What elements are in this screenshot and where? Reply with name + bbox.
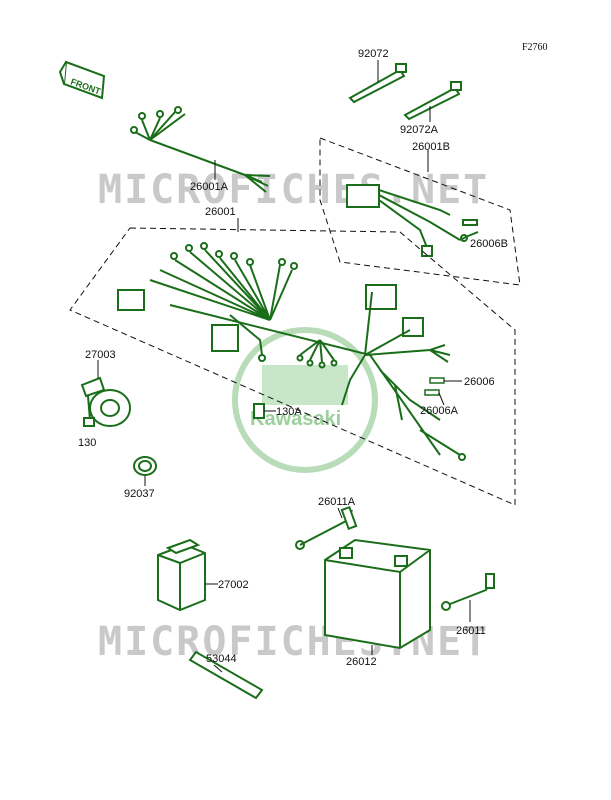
part-label-92072a: 92072A — [400, 124, 439, 136]
part-label-26006b: 26006B — [470, 238, 508, 250]
relay-27002-drawing — [157, 538, 206, 612]
part-label-27003: 27003 — [85, 349, 116, 361]
front-arrow-icon: FRONT — [58, 60, 106, 100]
part-label-130: 130 — [78, 437, 96, 449]
figure-code: F2760 — [522, 42, 548, 53]
kawasaki-logo-watermark: Kawasaki — [232, 327, 378, 473]
part-label-130a: 130A — [276, 406, 302, 418]
part-label-53044: 53044 — [206, 653, 237, 665]
group-box-26001b — [319, 137, 521, 286]
sub-harness-26001a-drawing — [130, 106, 271, 193]
part-label-26001b: 26001B — [412, 141, 450, 153]
part-label-27002: 27002 — [218, 579, 249, 591]
fuse-26006-drawing — [424, 377, 445, 396]
sub-harness-26001b-drawing — [346, 184, 479, 257]
part-label-26012: 26012 — [346, 656, 377, 668]
strap-92072-drawing — [348, 63, 462, 121]
watermark-brand: Kawasaki — [250, 408, 341, 430]
part-label-26011a: 26011A — [318, 496, 356, 508]
cable-26011a-drawing — [295, 505, 358, 550]
part-label-26001a: 26001A — [190, 181, 229, 193]
horn-27003-drawing — [80, 376, 131, 427]
part-label-26006: 26006 — [464, 376, 495, 388]
pad-53044-drawing — [188, 650, 264, 700]
cable-26011-drawing — [441, 573, 495, 611]
clamp-92037-drawing — [133, 456, 157, 476]
main-harness-26001-drawing — [117, 242, 466, 461]
part-label-26006a: 26006A — [420, 405, 459, 417]
part-label-92072: 92072 — [358, 48, 389, 60]
part-label-26001: 26001 — [205, 206, 236, 218]
bolt-130a-drawing — [253, 403, 265, 419]
part-label-26011: 26011 — [456, 625, 486, 637]
watermark-text-top: MICROFICHES.NET — [98, 167, 489, 213]
group-box-26001 — [69, 227, 516, 506]
part-label-92037: 92037 — [124, 488, 155, 500]
battery-26012-drawing — [324, 538, 431, 650]
